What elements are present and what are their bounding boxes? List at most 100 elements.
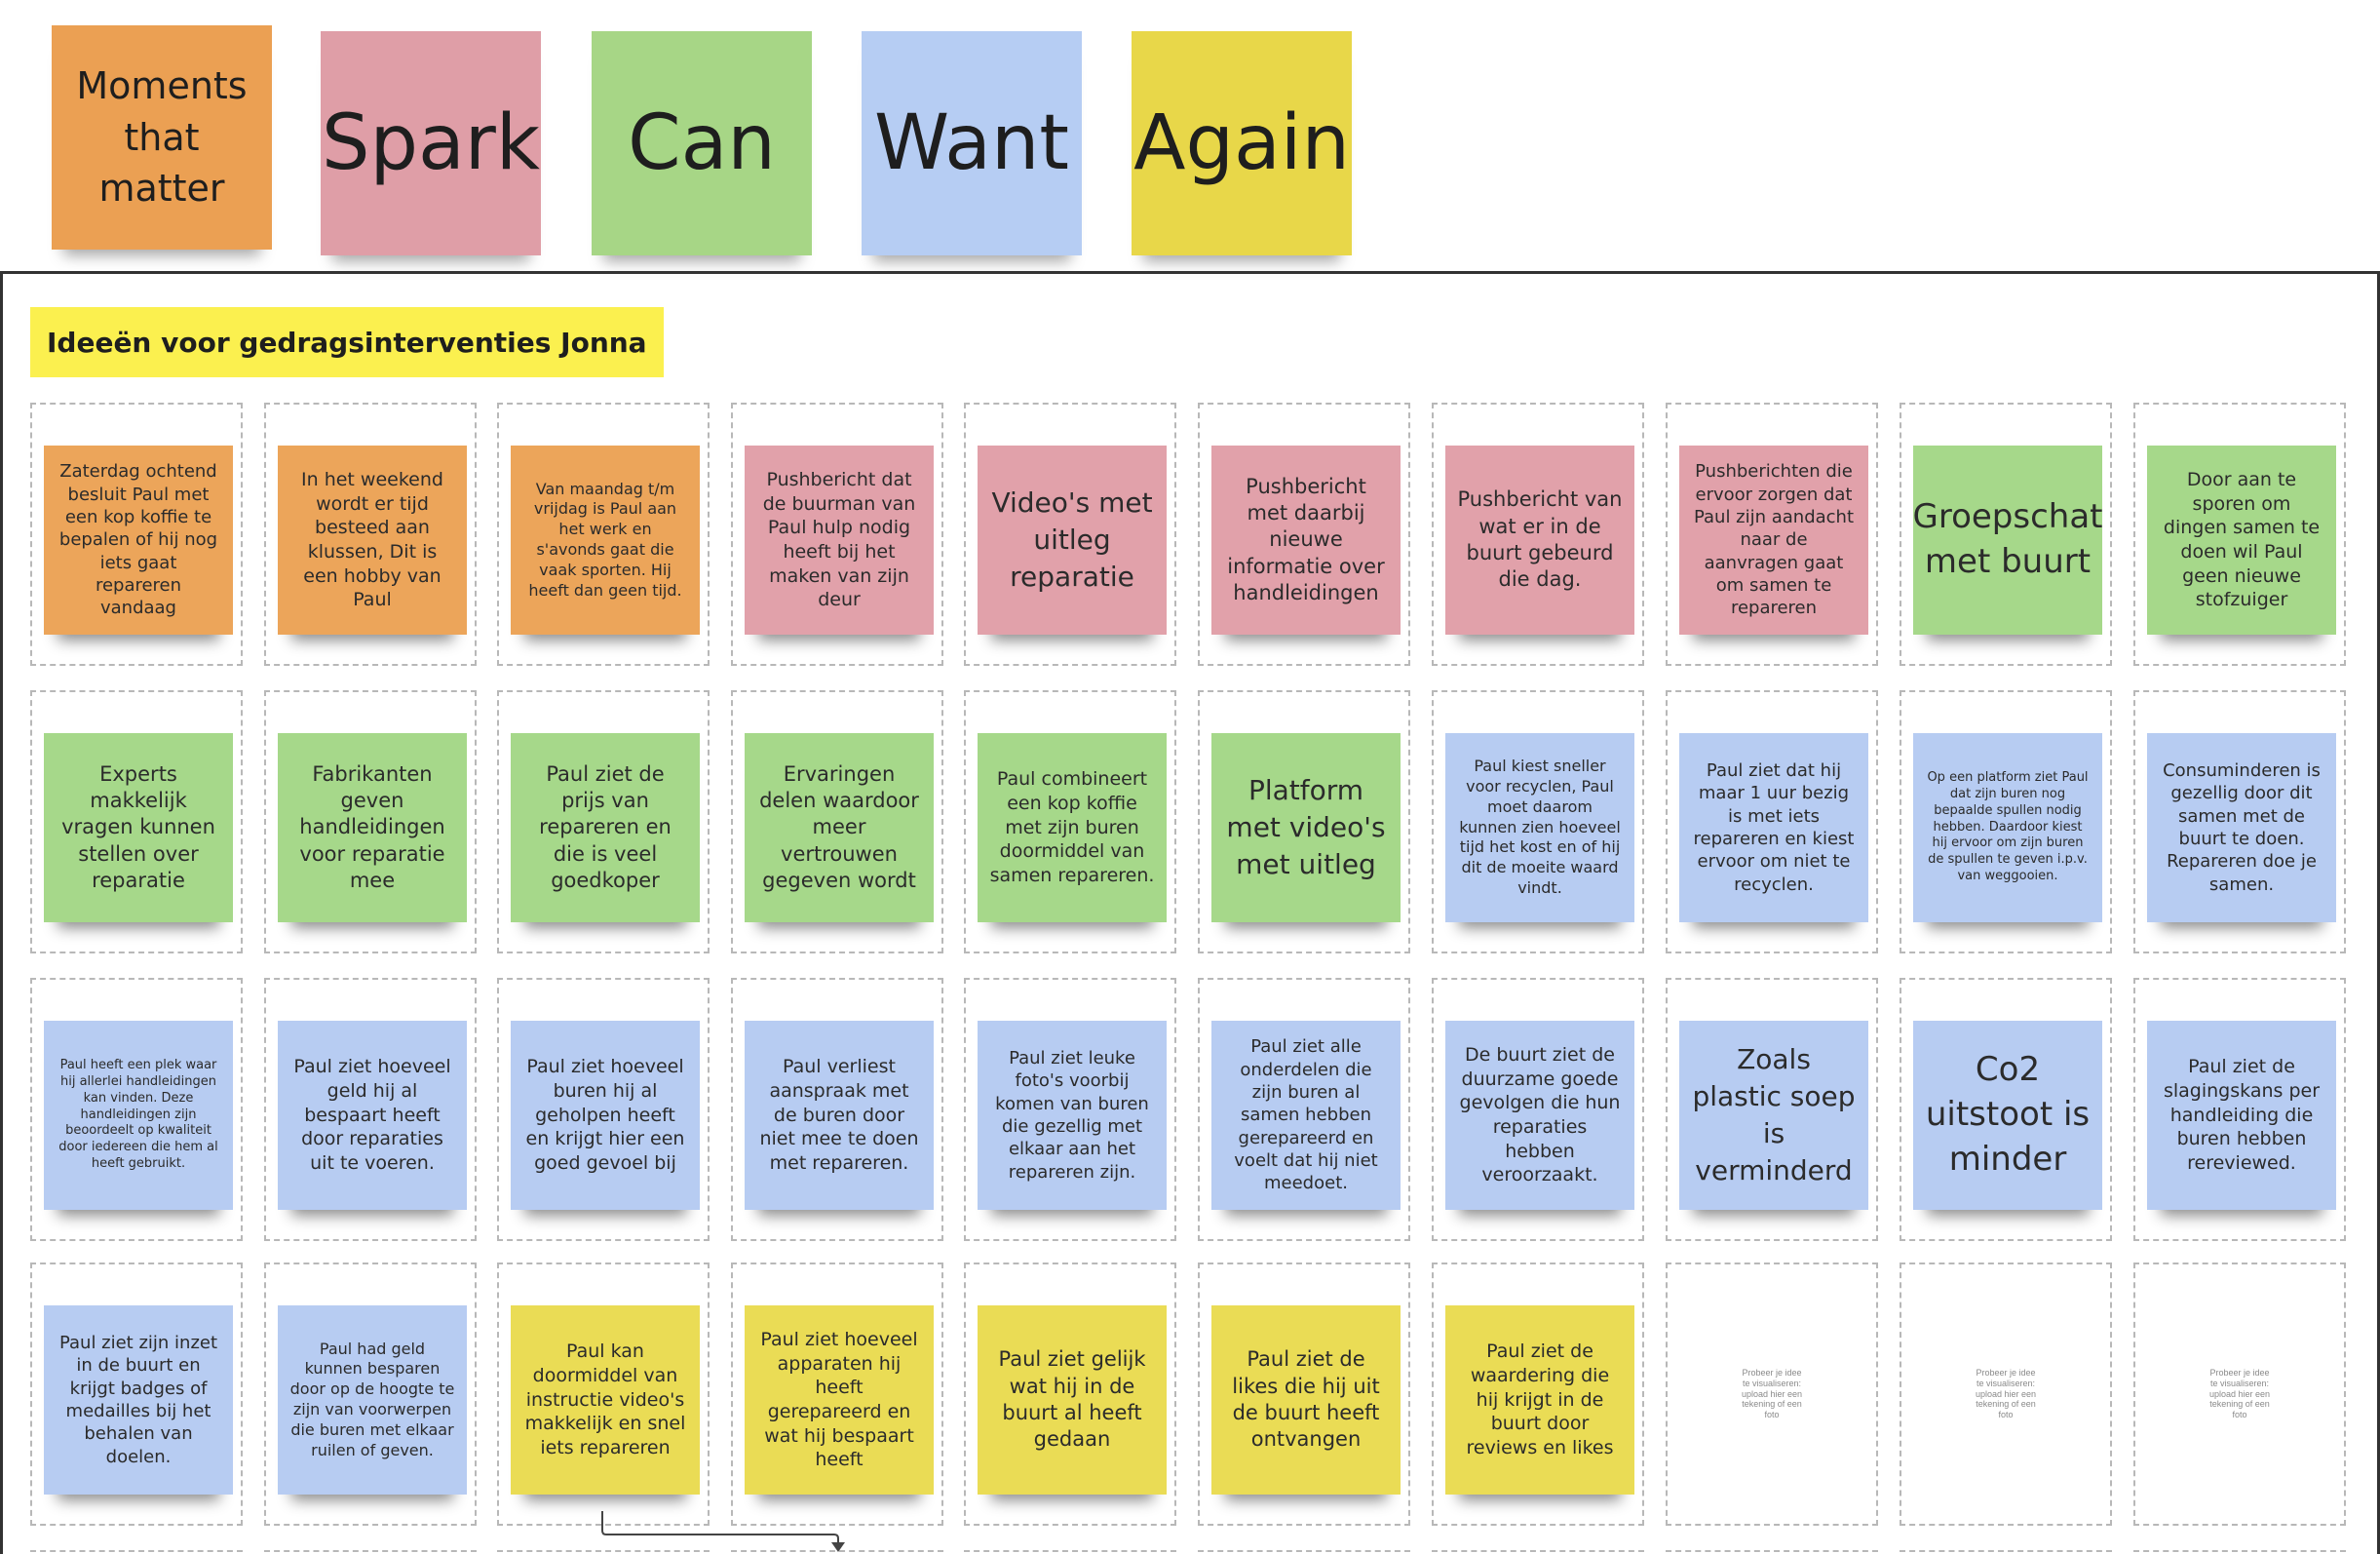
sticky-note[interactable]: Paul kan doormiddel van instructie video… [511,1305,700,1495]
idea-cell[interactable]: Platform met video's met uitleg [1198,690,1410,953]
sticky-note[interactable]: Platform met video's met uitleg [1211,733,1401,922]
header-sticky-want[interactable]: Want [862,31,1082,255]
sticky-note[interactable]: Van maandag t/m vrijdag is Paul aan het … [511,446,700,635]
sticky-note[interactable]: Pushbericht van wat er in de buurt gebeu… [1445,446,1634,635]
idea-cell[interactable]: Paul ziet dat hij maar 1 uur bezig is me… [1666,690,1878,953]
idea-cell[interactable]: Consuminderen is gezellig door dit samen… [2133,690,2346,953]
sticky-note[interactable]: Co2 uitstoot is minder [1913,1021,2102,1210]
sticky-note[interactable]: Video's met uitleg reparatie [978,446,1167,635]
sticky-note[interactable]: Paul ziet zijn inzet in de buurt en krij… [44,1305,233,1495]
sticky-note[interactable]: Zaterdag ochtend besluit Paul met een ko… [44,446,233,635]
sticky-note[interactable]: Paul ziet de slagingskans per handleidin… [2147,1021,2336,1210]
idea-cell[interactable]: Pushberichten die ervoor zorgen dat Paul… [1666,403,1878,666]
idea-cell[interactable]: Experts makkelijk vragen kunnen stellen … [30,690,243,953]
idea-cell-partial[interactable] [1900,1550,2112,1554]
ideas-frame[interactable] [0,271,2380,1554]
sticky-note[interactable]: De buurt ziet de duurzame goede gevolgen… [1445,1021,1634,1210]
sticky-note-text: Ervaringen delen waardoor meer vertrouwe… [759,761,919,892]
idea-cell[interactable]: Paul ziet hoeveel geld hij al bespaart h… [264,978,477,1241]
header-sticky-again[interactable]: Again [1132,31,1352,255]
header-sticky-moments[interactable]: Moments that matter [52,25,272,250]
idea-cell-partial[interactable] [1432,1550,1644,1554]
sticky-note[interactable]: Consuminderen is gezellig door dit samen… [2147,733,2336,922]
sticky-note[interactable]: Paul had geld kunnen besparen door op de… [278,1305,467,1495]
connector-arrow[interactable] [595,1509,848,1554]
sticky-note[interactable]: Paul ziet de prijs van repareren en die … [511,733,700,922]
idea-cell[interactable]: Probeer je idee te visualiseren: upload … [1666,1263,1878,1526]
idea-cell[interactable]: Video's met uitleg reparatie [964,403,1176,666]
idea-cell[interactable]: Ervaringen delen waardoor meer vertrouwe… [731,690,943,953]
idea-cell[interactable]: Paul ziet hoeveel buren hij al geholpen … [497,978,710,1241]
sticky-note[interactable]: Paul ziet hoeveel buren hij al geholpen … [511,1021,700,1210]
idea-cell[interactable]: Paul ziet zijn inzet in de buurt en krij… [30,1263,243,1526]
idea-cell[interactable]: Paul ziet leuke foto's voorbij komen van… [964,978,1176,1241]
idea-cell-partial[interactable] [30,1550,243,1554]
idea-cell[interactable]: Paul ziet de waardering die hij krijgt i… [1432,1263,1644,1526]
idea-cell[interactable]: Paul had geld kunnen besparen door op de… [264,1263,477,1526]
image-upload-placeholder[interactable]: Probeer je idee te visualiseren: upload … [2208,1368,2271,1420]
idea-cell[interactable]: Paul verliest aanspraak met de buren doo… [731,978,943,1241]
idea-cell[interactable]: Probeer je idee te visualiseren: upload … [2133,1263,2346,1526]
sticky-note[interactable]: Paul kiest sneller voor recyclen, Paul m… [1445,733,1634,922]
idea-cell[interactable]: Probeer je idee te visualiseren: upload … [1900,1263,2112,1526]
idea-cell[interactable]: Paul ziet de slagingskans per handleidin… [2133,978,2346,1241]
idea-cell[interactable]: Pushbericht dat de buurman van Paul hulp… [731,403,943,666]
sticky-note[interactable]: Door aan te sporen om dingen samen te do… [2147,446,2336,635]
idea-cell[interactable]: Van maandag t/m vrijdag is Paul aan het … [497,403,710,666]
idea-cell[interactable]: Paul ziet de likes die hij uit de buurt … [1198,1263,1410,1526]
idea-cell[interactable]: Paul ziet alle onderdelen die zijn buren… [1198,978,1410,1241]
image-upload-placeholder[interactable]: Probeer je idee te visualiseren: upload … [1975,1368,2037,1420]
image-upload-placeholder[interactable]: Probeer je idee te visualiseren: upload … [1741,1368,1803,1420]
sticky-note[interactable]: Paul combineert een kop koffie met zijn … [978,733,1167,922]
idea-cell[interactable]: Paul ziet de prijs van repareren en die … [497,690,710,953]
sticky-note[interactable]: Paul ziet gelijk wat hij in de buurt al … [978,1305,1167,1495]
sticky-note[interactable]: Zoals plastic soep is verminderd [1679,1021,1868,1210]
idea-cell-partial[interactable] [964,1550,1176,1554]
sticky-note[interactable]: Pushberichten die ervoor zorgen dat Paul… [1679,446,1868,635]
idea-cell[interactable]: Zoals plastic soep is verminderd [1666,978,1878,1241]
idea-cell[interactable]: Op een platform ziet Paul dat zijn buren… [1900,690,2112,953]
idea-cell[interactable]: Pushbericht van wat er in de buurt gebeu… [1432,403,1644,666]
idea-cell[interactable]: Co2 uitstoot is minder [1900,978,2112,1241]
idea-cell[interactable]: Paul ziet hoeveel apparaten hij heeft ge… [731,1263,943,1526]
idea-cell-partial[interactable] [264,1550,477,1554]
sticky-note[interactable]: Paul heeft een plek waar hij allerlei ha… [44,1021,233,1210]
sticky-note[interactable]: Paul ziet leuke foto's voorbij komen van… [978,1021,1167,1210]
idea-cell-partial[interactable] [1666,1550,1878,1554]
sticky-note[interactable]: Paul verliest aanspraak met de buren doo… [745,1021,934,1210]
sticky-note[interactable]: Paul ziet hoeveel apparaten hij heeft ge… [745,1305,934,1495]
sticky-note[interactable]: Groepschat met buurt [1913,446,2103,635]
header-sticky-spark[interactable]: Spark [321,31,541,255]
idea-cell[interactable]: In het weekend wordt er tijd besteed aan… [264,403,477,666]
sticky-note[interactable]: Paul ziet dat hij maar 1 uur bezig is me… [1679,733,1868,922]
sticky-note[interactable]: Pushbericht met daarbij nieuwe informati… [1211,446,1401,635]
idea-cell[interactable]: Paul combineert een kop koffie met zijn … [964,690,1176,953]
idea-cell[interactable]: Paul kiest sneller voor recyclen, Paul m… [1432,690,1644,953]
sticky-note[interactable]: Op een platform ziet Paul dat zijn buren… [1913,733,2102,922]
sticky-note[interactable]: Experts makkelijk vragen kunnen stellen … [44,733,233,922]
sticky-note[interactable]: Pushbericht dat de buurman van Paul hulp… [745,446,934,635]
idea-cell-partial[interactable] [1198,1550,1410,1554]
idea-cell[interactable]: Pushbericht met daarbij nieuwe informati… [1198,403,1410,666]
idea-cell-partial[interactable] [731,1550,943,1554]
idea-cell[interactable]: De buurt ziet de duurzame goede gevolgen… [1432,978,1644,1241]
idea-cell-partial[interactable] [2133,1550,2346,1554]
sticky-note[interactable]: Fabrikanten geven handleidingen voor rep… [278,733,467,922]
frame-title[interactable]: Ideeën voor gedragsinterventies Jonna [30,307,664,377]
sticky-note[interactable]: Paul ziet de likes die hij uit de buurt … [1211,1305,1401,1495]
idea-cell[interactable]: Zaterdag ochtend besluit Paul met een ko… [30,403,243,666]
sticky-note[interactable]: Paul ziet alle onderdelen die zijn buren… [1211,1021,1401,1210]
sticky-note[interactable]: Paul ziet de waardering die hij krijgt i… [1445,1305,1634,1495]
idea-cell[interactable]: Fabrikanten geven handleidingen voor rep… [264,690,477,953]
idea-cell[interactable]: Paul heeft een plek waar hij allerlei ha… [30,978,243,1241]
header-sticky-can[interactable]: Can [592,31,812,255]
idea-cell[interactable]: Groepschat met buurt [1900,403,2112,666]
sticky-note-text: Op een platform ziet Paul dat zijn buren… [1927,769,2089,884]
idea-cell[interactable]: Paul ziet gelijk wat hij in de buurt al … [964,1263,1176,1526]
sticky-note[interactable]: Ervaringen delen waardoor meer vertrouwe… [745,733,934,922]
sticky-note[interactable]: In het weekend wordt er tijd besteed aan… [278,446,467,635]
idea-cell[interactable]: Door aan te sporen om dingen samen te do… [2133,403,2346,666]
sticky-note[interactable]: Paul ziet hoeveel geld hij al bespaart h… [278,1021,467,1210]
idea-cell-partial[interactable] [497,1550,710,1554]
idea-cell[interactable]: Paul kan doormiddel van instructie video… [497,1263,710,1526]
